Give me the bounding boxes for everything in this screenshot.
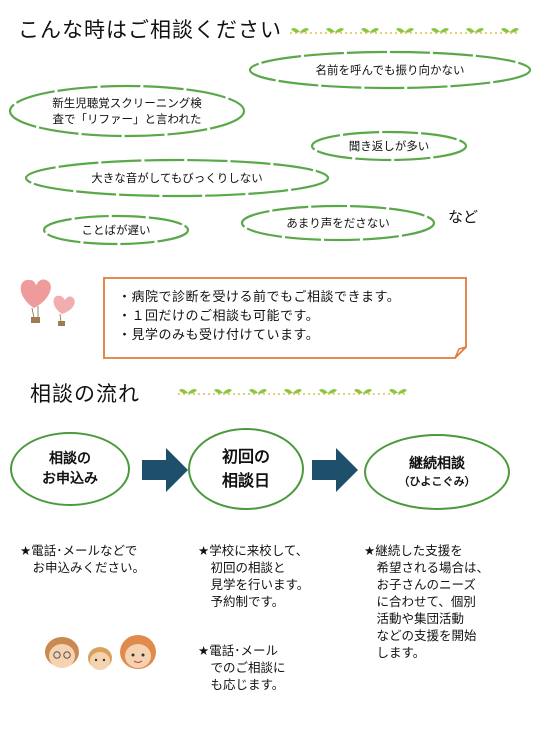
children-illustration-icon bbox=[45, 635, 156, 670]
note-line: ・見学のみも受け付けています。 bbox=[118, 328, 320, 343]
step-desc-first-consultation: ★学校に来校して、 初回の相談と 見学を行います。 予約制です。 bbox=[198, 543, 310, 609]
cloud-text: 新生児聴覚スクリーニング検 査で「リファー」と言われた bbox=[52, 96, 202, 126]
note-list: ・病院で診断を受ける前でもご相談できます。 ・１回だけのご相談も可能です。 ・見… bbox=[118, 288, 400, 345]
section-title-consult: こんな時はご相談ください bbox=[18, 18, 282, 42]
flow-step-continued-consultation: 継続相談 （ひよこぐみ） bbox=[364, 434, 510, 510]
cloud-text: 名前を呼んでも振り向かない bbox=[315, 63, 465, 77]
cloud-not-startled-by-loud-sound: 大きな音がしてもびっくりしない bbox=[22, 156, 332, 200]
flow-step-application: 相談の お申込み bbox=[10, 432, 130, 506]
cloud-rarely-vocalizes: あまり声をださない bbox=[238, 202, 438, 244]
note-line: ・病院で診断を受ける前でもご相談できます。 bbox=[118, 290, 401, 305]
step-desc-phone-email: ★電話･メール でのご相談に も応じます。 bbox=[198, 643, 286, 692]
cloud-shape-icon bbox=[42, 214, 190, 246]
flow-step-label: 相談の お申込み bbox=[42, 451, 98, 487]
step-desc-continued: ★継続した支援を 希望される場合は、 お子さんのニーズ に合わせて、個別 活動や… bbox=[364, 543, 490, 660]
cloud-shape-icon bbox=[310, 130, 468, 162]
cloud-text: ことばが遅い bbox=[81, 223, 151, 237]
step-desc-application: ★電話･メールなどで お申込みください。 bbox=[20, 543, 146, 575]
sprout-decoration-icon bbox=[290, 28, 520, 34]
cloud-hearing-screening-refer: 新生児聴覚スクリーニング検 査で「リファー」と言われた bbox=[6, 82, 248, 140]
arrow-right-icon bbox=[142, 448, 188, 492]
cloud-text: あまり声をださない bbox=[286, 216, 390, 230]
cloud-shape-icon bbox=[248, 50, 532, 90]
cloud-text: 大きな音がしてもびっくりしない bbox=[91, 171, 263, 185]
heart-balloons-icon bbox=[20, 279, 75, 326]
note-line: ・１回だけのご相談も可能です。 bbox=[118, 309, 320, 324]
arrow-right-icon bbox=[312, 448, 358, 492]
cloud-text: 聞き返しが多い bbox=[348, 139, 430, 153]
sprout-decoration-icon bbox=[178, 389, 408, 395]
flow-step-label: 初回の 相談日 bbox=[221, 447, 270, 490]
flow-step-label: 継続相談 bbox=[409, 456, 465, 472]
flow-step-sublabel: （ひよこぐみ） bbox=[398, 475, 476, 488]
note-box-frame bbox=[103, 277, 467, 359]
cloud-often-asks-again: 聞き返しが多い bbox=[308, 128, 470, 164]
flow-step-first-consultation: 初回の 相談日 bbox=[188, 428, 304, 510]
etc-label: など bbox=[448, 208, 479, 226]
cloud-shape-icon bbox=[8, 84, 246, 138]
section-title-flow: 相談の流れ bbox=[30, 382, 140, 406]
cloud-no-response-to-name: 名前を呼んでも振り向かない bbox=[246, 48, 534, 92]
cloud-shape-icon bbox=[240, 204, 436, 242]
cloud-speech-delay: ことばが遅い bbox=[40, 212, 192, 248]
cloud-shape-icon bbox=[24, 158, 330, 198]
